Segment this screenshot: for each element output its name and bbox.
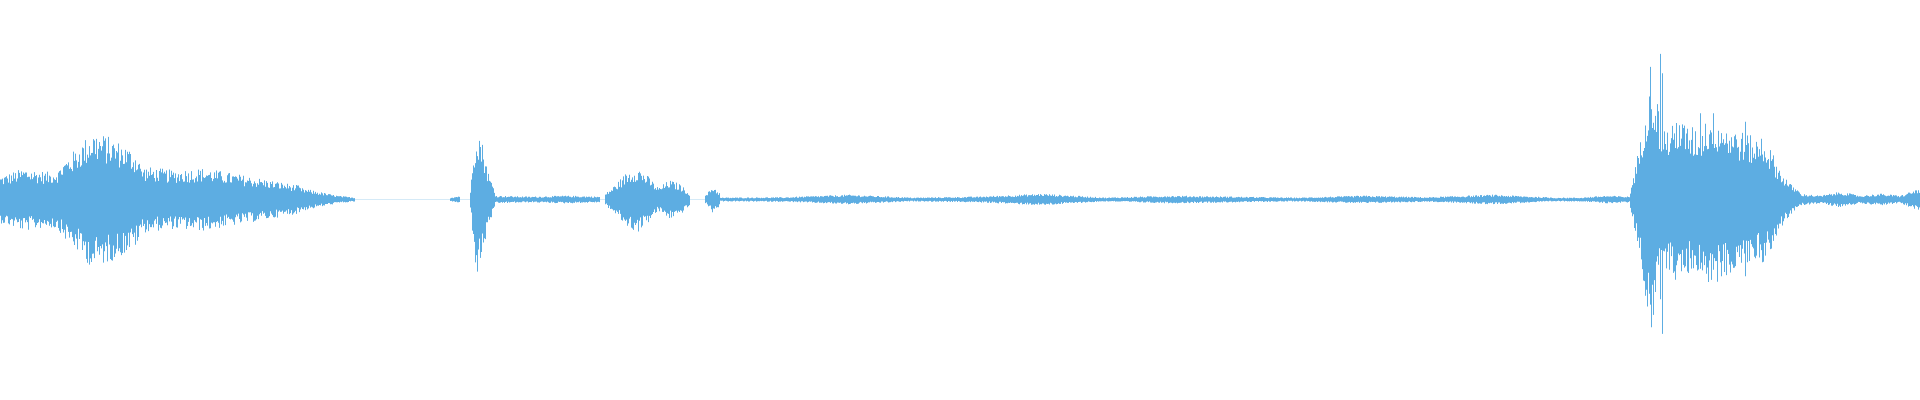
waveform-bars xyxy=(0,53,1920,334)
